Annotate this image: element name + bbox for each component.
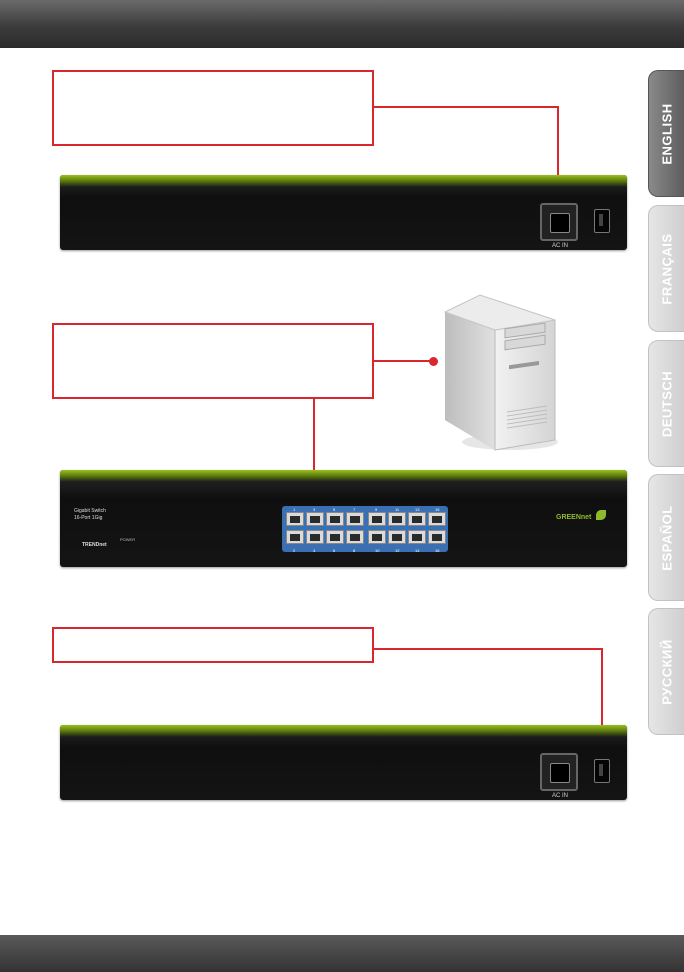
port-number: 6 bbox=[333, 548, 335, 553]
port-number: 11 bbox=[395, 507, 399, 512]
port-number: 7 bbox=[353, 507, 355, 512]
rj45-port-icon bbox=[286, 530, 304, 544]
rj45-port-icon bbox=[388, 530, 406, 544]
header-bar bbox=[0, 0, 684, 48]
rj45-port-icon bbox=[428, 530, 446, 544]
port-number: 12 bbox=[395, 548, 399, 553]
callout-box-2 bbox=[52, 323, 374, 399]
port-number: 5 bbox=[333, 507, 335, 512]
port-number: 10 bbox=[375, 548, 379, 553]
switch-lid bbox=[60, 725, 627, 737]
rj45-port-icon bbox=[388, 512, 406, 526]
footer-bar bbox=[0, 935, 684, 972]
ac-in-label: AC IN bbox=[552, 793, 568, 799]
ac-in-label: AC IN bbox=[552, 243, 568, 249]
port-number: 8 bbox=[353, 548, 355, 553]
leader-line bbox=[373, 648, 603, 650]
green-logo: GREENnet bbox=[556, 514, 591, 521]
switch-rear-view: AC IN bbox=[60, 175, 627, 250]
power-switch-icon bbox=[594, 759, 610, 783]
port-number: 16 bbox=[435, 548, 439, 553]
tab-deutsch[interactable]: DEUTSCH bbox=[648, 340, 684, 467]
rj45-port-icon bbox=[346, 512, 364, 526]
port-number: 4 bbox=[313, 548, 315, 553]
switch-lid bbox=[60, 175, 627, 187]
power-switch-icon bbox=[594, 209, 610, 233]
green-leaf-icon bbox=[596, 510, 606, 520]
brand-logo: TRENDnet bbox=[82, 542, 107, 548]
rj45-port-icon bbox=[346, 530, 364, 544]
rj45-port-icon bbox=[368, 530, 386, 544]
power-socket-icon bbox=[540, 203, 578, 241]
switch-rear-view: AC IN bbox=[60, 725, 627, 800]
switch-front-view: Gigabit Switch 16-Port 1Gig TRENDnet POW… bbox=[60, 470, 627, 567]
port-number: 15 bbox=[435, 507, 439, 512]
rj45-port-icon bbox=[428, 512, 446, 526]
tab-english[interactable]: ENGLISH bbox=[648, 70, 684, 197]
computer-tower-icon bbox=[425, 290, 560, 455]
leader-line bbox=[373, 106, 559, 108]
tab-label: ESPAÑOL bbox=[659, 505, 674, 570]
port-number: 14 bbox=[415, 548, 419, 553]
rj45-port-icon bbox=[408, 512, 426, 526]
power-label: POWER bbox=[120, 537, 135, 542]
rj45-port-icon bbox=[368, 512, 386, 526]
callout-box-3 bbox=[52, 627, 374, 663]
rj45-port-icon bbox=[326, 512, 344, 526]
tab-espanol[interactable]: ESPAÑOL bbox=[648, 474, 684, 601]
switch-lid bbox=[60, 470, 627, 482]
tab-label: FRANÇAIS bbox=[659, 233, 674, 304]
model-subtitle: 16-Port 1Gig bbox=[74, 515, 102, 521]
rj45-port-icon bbox=[408, 530, 426, 544]
model-title: Gigabit Switch bbox=[74, 508, 106, 514]
tab-label: РУССКИЙ bbox=[659, 639, 674, 705]
port-number: 3 bbox=[313, 507, 315, 512]
tab-label: ENGLISH bbox=[659, 103, 674, 164]
rj45-port-icon bbox=[286, 512, 304, 526]
port-number: 2 bbox=[293, 548, 295, 553]
tab-francais[interactable]: FRANÇAIS bbox=[648, 205, 684, 332]
tab-label: DEUTSCH bbox=[659, 370, 674, 436]
port-number: 13 bbox=[415, 507, 419, 512]
port-number: 9 bbox=[375, 507, 377, 512]
callout-box-1 bbox=[52, 70, 374, 146]
rj45-port-icon bbox=[306, 512, 324, 526]
rj45-port-icon bbox=[306, 530, 324, 544]
power-socket-icon bbox=[540, 753, 578, 791]
tab-russian[interactable]: РУССКИЙ bbox=[648, 608, 684, 735]
rj45-port-icon bbox=[326, 530, 344, 544]
port-number: 1 bbox=[293, 507, 295, 512]
